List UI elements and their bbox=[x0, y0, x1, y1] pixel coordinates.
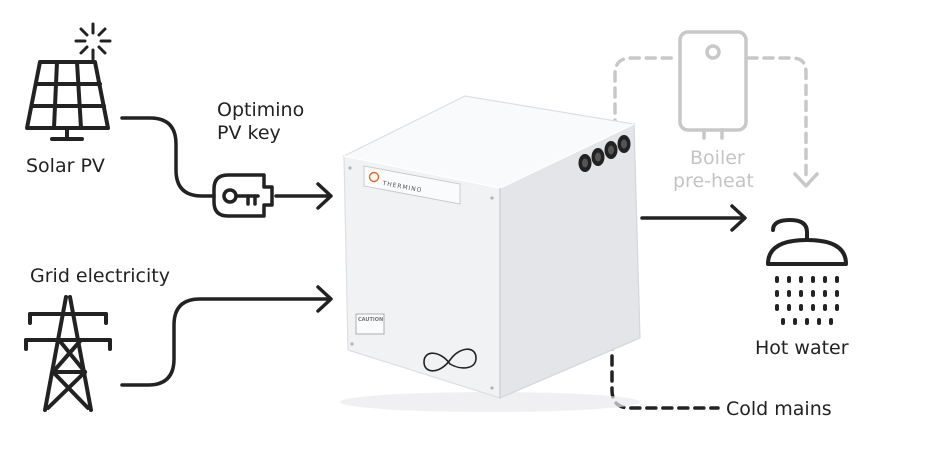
device-ports bbox=[578, 135, 631, 172]
solar-panel-icon bbox=[25, 60, 110, 141]
sun-icon bbox=[74, 22, 112, 61]
boiler-feed-dashed-line bbox=[613, 56, 680, 147]
hot-water-arrow bbox=[640, 204, 747, 232]
boiler-label-line2: pre-heat bbox=[673, 170, 754, 192]
shower-icon bbox=[766, 218, 848, 266]
key-to-device-arrow bbox=[274, 182, 333, 210]
shower-drops bbox=[775, 276, 839, 325]
hot-water-label: Hot water bbox=[755, 337, 849, 359]
thermino-device bbox=[340, 95, 641, 412]
caution-label bbox=[355, 313, 385, 335]
cold-mains-label: Cold mains bbox=[726, 398, 832, 420]
infinity-logo-icon bbox=[423, 348, 477, 372]
boiler-return-arrowhead bbox=[793, 172, 819, 188]
brand-logo-icon bbox=[368, 171, 380, 183]
boiler-icon bbox=[678, 30, 748, 140]
grid-arrowhead bbox=[316, 285, 333, 313]
boiler-return-dashed-line bbox=[746, 56, 808, 180]
pv-key-label-line2: PV key bbox=[217, 122, 281, 144]
grid-connector-line bbox=[120, 297, 332, 387]
grid-electricity-label: Grid electricity bbox=[30, 265, 170, 287]
solar-pv-label: Solar PV bbox=[26, 155, 105, 177]
device-caution-text: CAUTION bbox=[358, 317, 384, 323]
pv-key-label-line1: Optimino bbox=[217, 99, 305, 121]
pv-key-icon bbox=[212, 173, 274, 218]
solar-connector-line bbox=[120, 116, 216, 198]
brand-plate bbox=[363, 165, 461, 205]
pylon-icon bbox=[24, 295, 112, 412]
boiler-label-line1: Boiler bbox=[690, 147, 745, 169]
